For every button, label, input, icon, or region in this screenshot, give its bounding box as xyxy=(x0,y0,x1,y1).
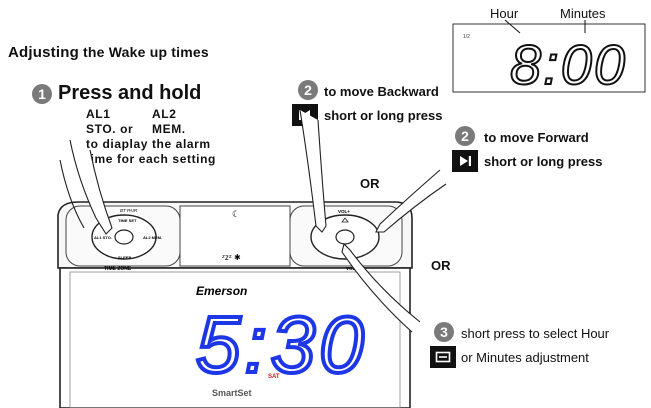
page-title: Adjusting the Wake up times xyxy=(8,44,209,61)
left-hand-outline-2 xyxy=(59,159,85,229)
step-2-back-line1: to move Backward xyxy=(324,84,439,99)
power-button[interactable] xyxy=(114,229,134,245)
model-logo: SmartSet xyxy=(212,388,252,398)
step-3-line1: short press to select Hour xyxy=(461,326,610,341)
step-2-fwd-line2: short or long press xyxy=(484,154,603,169)
time-zone-label: TIME ZONE xyxy=(104,266,132,272)
zzz-icon: ᶻzᶻ ✱ xyxy=(222,253,241,262)
clock-time-display: 5:30 xyxy=(196,300,368,389)
pointing-hand-back xyxy=(299,109,327,233)
step-1-badge: 1 xyxy=(32,84,52,104)
step-2-back-line2: short or long press xyxy=(324,108,443,123)
enter-glyph xyxy=(435,351,451,363)
step-1-line3: to diaplay the alarm xyxy=(86,137,211,151)
pointing-hand-enter xyxy=(341,242,421,333)
enter-button[interactable] xyxy=(335,229,355,245)
enter-icon xyxy=(430,346,456,368)
vol-plus-label: VOL+ xyxy=(338,209,350,214)
al2-label: AL2 xyxy=(152,107,177,121)
time-set-label: TIME SET xyxy=(118,218,137,223)
hour-pointer xyxy=(504,19,521,34)
day-indicator: SAT xyxy=(268,374,280,380)
inset-page: 1/2 xyxy=(463,34,470,40)
inset-time: 8:00 xyxy=(510,33,627,96)
brand-logo: Emerson xyxy=(196,284,247,298)
skip-forward-icon xyxy=(452,150,478,172)
al1-label: AL1 xyxy=(86,107,111,121)
or-label-1: OR xyxy=(360,176,380,191)
moon-icon: ☾ xyxy=(232,209,240,219)
step-2-fwd-line1: to move Forward xyxy=(484,130,589,145)
inset-display-frame xyxy=(452,23,646,93)
bt-pair-label: BT PAIR xyxy=(120,208,138,213)
vol-minus-label: VOL- xyxy=(346,266,357,271)
clock-front xyxy=(59,267,411,408)
step-2-fwd-badge: 2 xyxy=(455,126,475,146)
skip-forward-glyph xyxy=(460,156,471,166)
al2-mem-button-label: AL2 MEM. xyxy=(143,235,162,240)
clock-face-border xyxy=(69,271,401,408)
pointing-hand-forward xyxy=(375,169,447,233)
al1-sto-button-label: AL1 STO. xyxy=(94,235,112,240)
sto-label: STO. or xyxy=(86,122,134,136)
step-1-line4: time for each setting xyxy=(86,152,216,166)
mem-label: MEM. xyxy=(152,122,186,136)
step-2-back-badge: 2 xyxy=(298,80,318,100)
step-3-badge: 3 xyxy=(434,322,454,342)
minutes-label: Minutes xyxy=(560,6,606,21)
step-3-line2: or Minutes adjustment xyxy=(461,350,589,365)
or-label-2: OR xyxy=(431,258,451,273)
sleep-label: SLEEP xyxy=(118,255,131,260)
left-hand-outline xyxy=(69,139,113,235)
hour-label: Hour xyxy=(490,6,519,21)
step-1-heading: Press and hold xyxy=(58,82,202,104)
vol-up-arrow-icon xyxy=(341,217,349,223)
